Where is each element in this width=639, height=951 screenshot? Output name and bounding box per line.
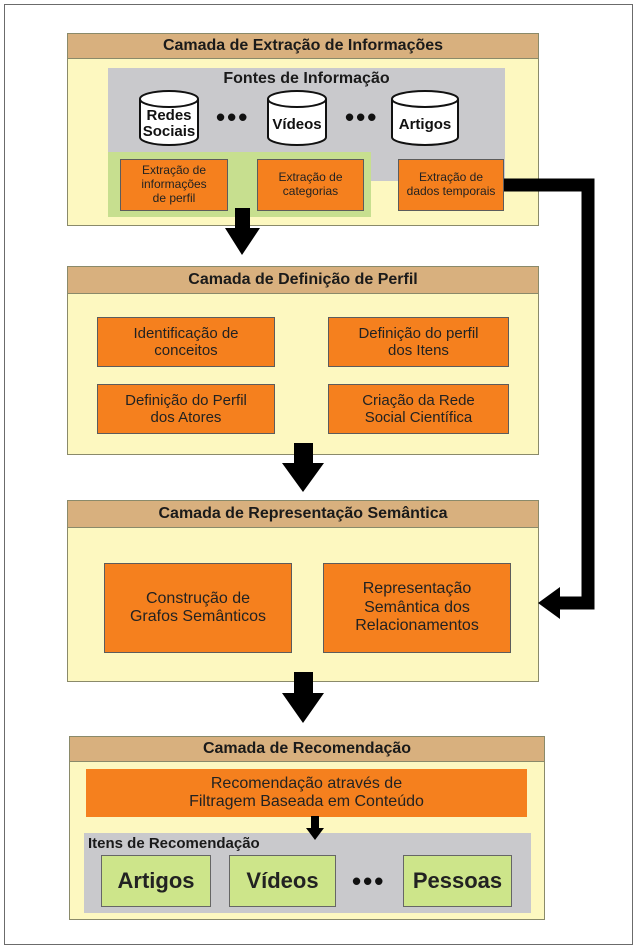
- layer-semantic-title: Camada de Representação Semântica: [68, 501, 538, 528]
- arrow-filter-to-items: [306, 816, 324, 840]
- arrow-layer1-to-layer2: [225, 208, 260, 255]
- cylinder-artigos: [391, 90, 459, 146]
- box-profile-extraction: Extração de informações de perfil: [120, 159, 228, 211]
- box-item-profile: Definição do perfil dos Itens: [328, 317, 509, 367]
- source-label-redes-sociais: Redes Sociais: [142, 107, 196, 140]
- box-category-extraction: Extração de categorias: [257, 159, 364, 211]
- box-semantic-relationships: Representação Semântica dos Relacionamen…: [323, 563, 511, 653]
- arrow-layer2-to-layer3: [282, 443, 324, 492]
- source-label-videos: Vídeos: [272, 116, 322, 133]
- box-actor-profile: Definição do Perfil dos Atores: [97, 384, 275, 434]
- arrow-temporal-head: [538, 587, 560, 619]
- cylinder-redes-sociais: [139, 90, 199, 146]
- sources-title: Fontes de Informação: [223, 70, 390, 87]
- box-content-filtering: Recomendação através de Filtragem Basead…: [86, 769, 527, 817]
- box-social-network: Criação da Rede Social Científica: [328, 384, 509, 434]
- box-temporal-extraction: Extração de dados temporais: [398, 159, 504, 211]
- layer-recommendation-title: Camada de Recomendação: [70, 737, 544, 762]
- arrow-temporal-to-semantic: [504, 178, 595, 610]
- sources-dots-1: •••: [216, 102, 250, 132]
- item-pessoas: Pessoas: [403, 855, 512, 907]
- arrow-layer3-to-layer4: [282, 672, 324, 723]
- cylinder-videos: [267, 90, 327, 146]
- layer-profile-title: Camada de Definição de Perfil: [68, 267, 538, 294]
- item-artigos: Artigos: [101, 855, 211, 907]
- item-videos: Vídeos: [229, 855, 336, 907]
- box-concept-identification: Identificação de conceitos: [97, 317, 275, 367]
- items-dots: •••: [352, 866, 386, 896]
- source-label-artigos: Artigos: [398, 116, 452, 133]
- layer-extraction-title: Camada de Extração de Informações: [68, 34, 538, 59]
- items-title: Itens de Recomendação: [88, 835, 260, 852]
- box-semantic-graphs: Construção de Grafos Semânticos: [104, 563, 292, 653]
- sources-dots-2: •••: [345, 102, 379, 132]
- diagram-frame: [4, 4, 633, 945]
